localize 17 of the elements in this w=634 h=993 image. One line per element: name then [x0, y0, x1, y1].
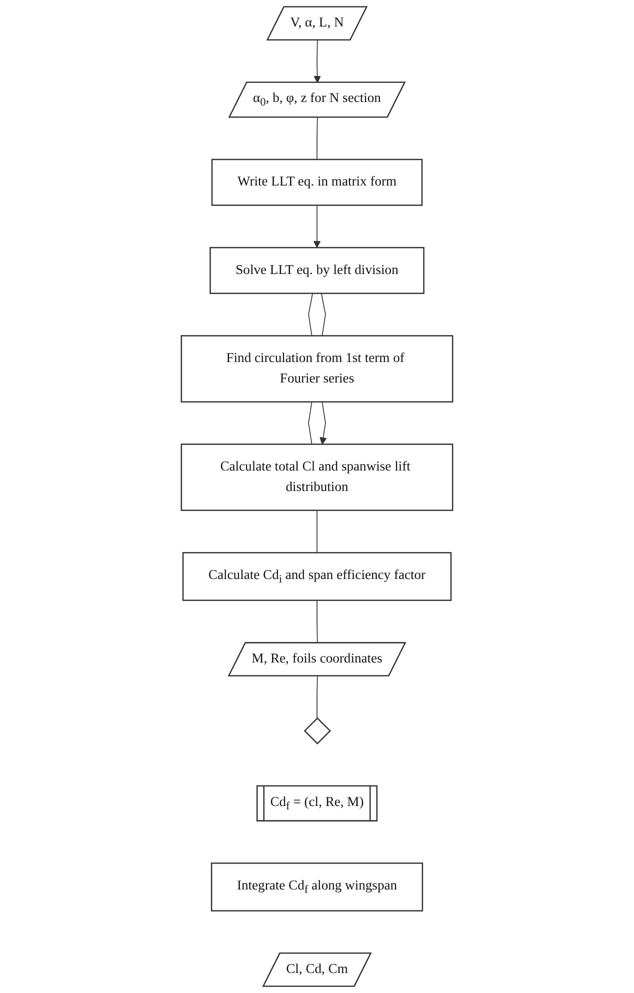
node-box — [182, 552, 452, 601]
connector — [316, 117, 318, 160]
connector — [316, 676, 318, 719]
connector — [308, 292, 314, 336]
arrow — [320, 401, 327, 445]
node-box — [180, 444, 454, 511]
node-box — [180, 335, 454, 402]
node-box — [211, 158, 423, 206]
arrow — [313, 204, 321, 248]
connector — [320, 292, 326, 336]
arrow — [314, 40, 322, 83]
node-box — [210, 246, 424, 294]
node-diamond — [304, 717, 332, 744]
node-box — [210, 862, 424, 912]
connector — [316, 600, 318, 644]
connector — [308, 401, 312, 445]
connector — [316, 510, 318, 554]
